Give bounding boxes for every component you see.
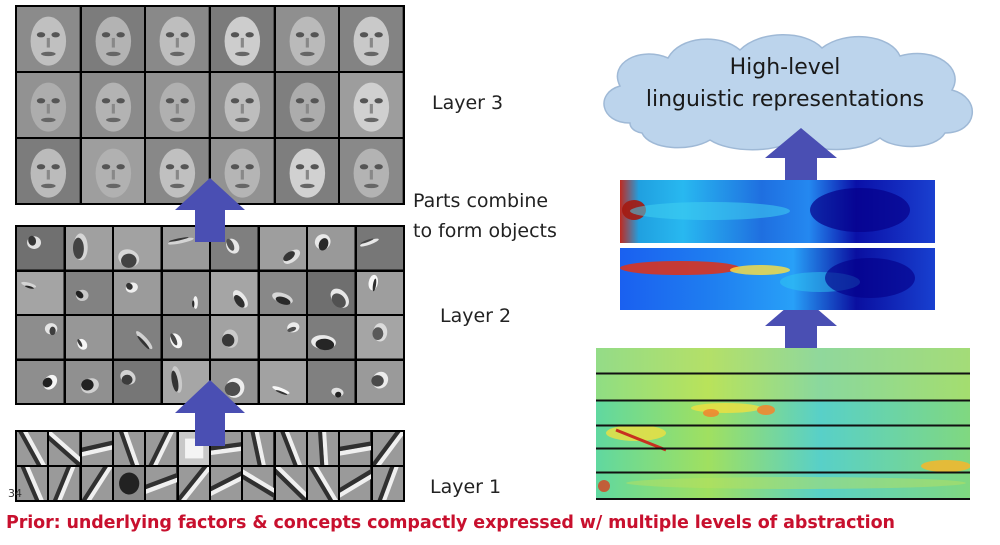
edge-feature-tile xyxy=(178,467,209,500)
edge-feature-tile xyxy=(275,467,306,500)
part-feature-tile xyxy=(308,227,355,270)
part-feature-tile xyxy=(17,360,64,403)
cloud-shape xyxy=(603,34,973,151)
edge-feature-tile xyxy=(49,432,80,465)
face-feature-tile xyxy=(275,73,339,137)
part-feature-tile xyxy=(114,360,161,403)
face-feature-tile xyxy=(340,139,403,203)
part-feature-tile xyxy=(356,227,403,270)
up-arrow-layer1-to-layer2 xyxy=(175,380,245,446)
upper-heatmap-2 xyxy=(620,248,935,310)
edge-feature-tile xyxy=(81,432,112,465)
parts-combine-label-line1: Parts combine xyxy=(413,190,549,212)
edge-feature-tile xyxy=(211,467,242,500)
edge-feature-tile xyxy=(308,467,339,500)
part-feature-tile xyxy=(65,227,112,270)
face-feature-tile xyxy=(146,7,209,71)
part-feature-tile xyxy=(211,316,258,359)
part-feature-tile xyxy=(17,271,64,314)
edge-feature-tile xyxy=(372,432,403,465)
face-feature-tile xyxy=(275,139,339,203)
layer3-face-features-grid xyxy=(15,5,405,205)
edge-feature-tile xyxy=(114,432,145,465)
edge-feature-tile xyxy=(243,432,274,465)
cloud-text: High-level linguistic representations xyxy=(610,52,960,116)
part-feature-tile xyxy=(308,316,355,359)
edge-feature-tile xyxy=(81,467,112,500)
part-feature-tile xyxy=(65,360,112,403)
edge-feature-tile xyxy=(275,432,306,465)
footer-caption: Prior: underlying factors & concepts com… xyxy=(6,513,895,533)
face-feature-tile xyxy=(81,139,145,203)
part-feature-tile xyxy=(259,360,306,403)
layer2-label: Layer 2 xyxy=(440,305,512,327)
edge-feature-tile xyxy=(17,432,48,465)
parts-combine-label-line2: to form objects xyxy=(413,220,557,242)
part-feature-tile xyxy=(162,271,209,314)
face-feature-tile xyxy=(81,7,145,71)
part-feature-tile xyxy=(162,316,209,359)
part-feature-tile xyxy=(17,316,64,359)
upper-heatmap-1 xyxy=(620,180,935,243)
part-feature-tile xyxy=(65,271,112,314)
part-feature-tile xyxy=(308,271,355,314)
edge-feature-tile xyxy=(340,467,371,500)
edge-feature-tile xyxy=(243,467,274,500)
cloud-line2: linguistic representations xyxy=(645,87,925,112)
layer1-label: Layer 1 xyxy=(430,476,502,498)
face-feature-tile xyxy=(275,7,339,71)
edge-feature-tile xyxy=(146,467,177,500)
up-arrow-to-top-heatmaps xyxy=(765,295,837,357)
part-feature-tile xyxy=(308,360,355,403)
edge-feature-tile xyxy=(17,467,48,500)
part-feature-tile xyxy=(114,227,161,270)
layer2-part-features-grid xyxy=(15,225,405,405)
part-feature-tile xyxy=(356,316,403,359)
edge-feature-tile xyxy=(146,432,177,465)
face-feature-tile xyxy=(211,7,274,71)
face-feature-tile xyxy=(340,73,403,137)
edge-feature-tile xyxy=(340,432,371,465)
part-feature-tile xyxy=(356,360,403,403)
part-feature-tile xyxy=(259,316,306,359)
edge-feature-tile xyxy=(211,432,242,465)
part-feature-tile xyxy=(211,271,258,314)
face-feature-tile xyxy=(146,73,209,137)
edge-feature-tile xyxy=(308,432,339,465)
face-feature-tile xyxy=(17,73,80,137)
part-feature-tile xyxy=(17,227,64,270)
part-feature-tile xyxy=(259,271,306,314)
page-number: 34 xyxy=(8,487,22,500)
cloud-line1: High-level xyxy=(729,55,841,80)
face-feature-tile xyxy=(17,139,80,203)
part-feature-tile xyxy=(356,271,403,314)
part-feature-tile xyxy=(65,316,112,359)
part-feature-tile xyxy=(259,227,306,270)
edge-feature-tile xyxy=(49,467,80,500)
edge-feature-tile xyxy=(372,467,403,500)
face-feature-tile xyxy=(17,7,80,71)
face-feature-tile xyxy=(81,73,145,137)
edge-feature-tile xyxy=(114,467,145,500)
lower-heatmap-stack xyxy=(596,348,970,500)
layer3-label: Layer 3 xyxy=(432,92,504,114)
face-feature-tile xyxy=(211,139,274,203)
part-feature-tile xyxy=(114,271,161,314)
part-feature-tile xyxy=(114,316,161,359)
face-feature-tile xyxy=(340,7,403,71)
face-feature-tile xyxy=(211,73,274,137)
up-arrow-to-cloud xyxy=(765,128,837,188)
up-arrow-layer2-to-layer3 xyxy=(175,178,245,242)
